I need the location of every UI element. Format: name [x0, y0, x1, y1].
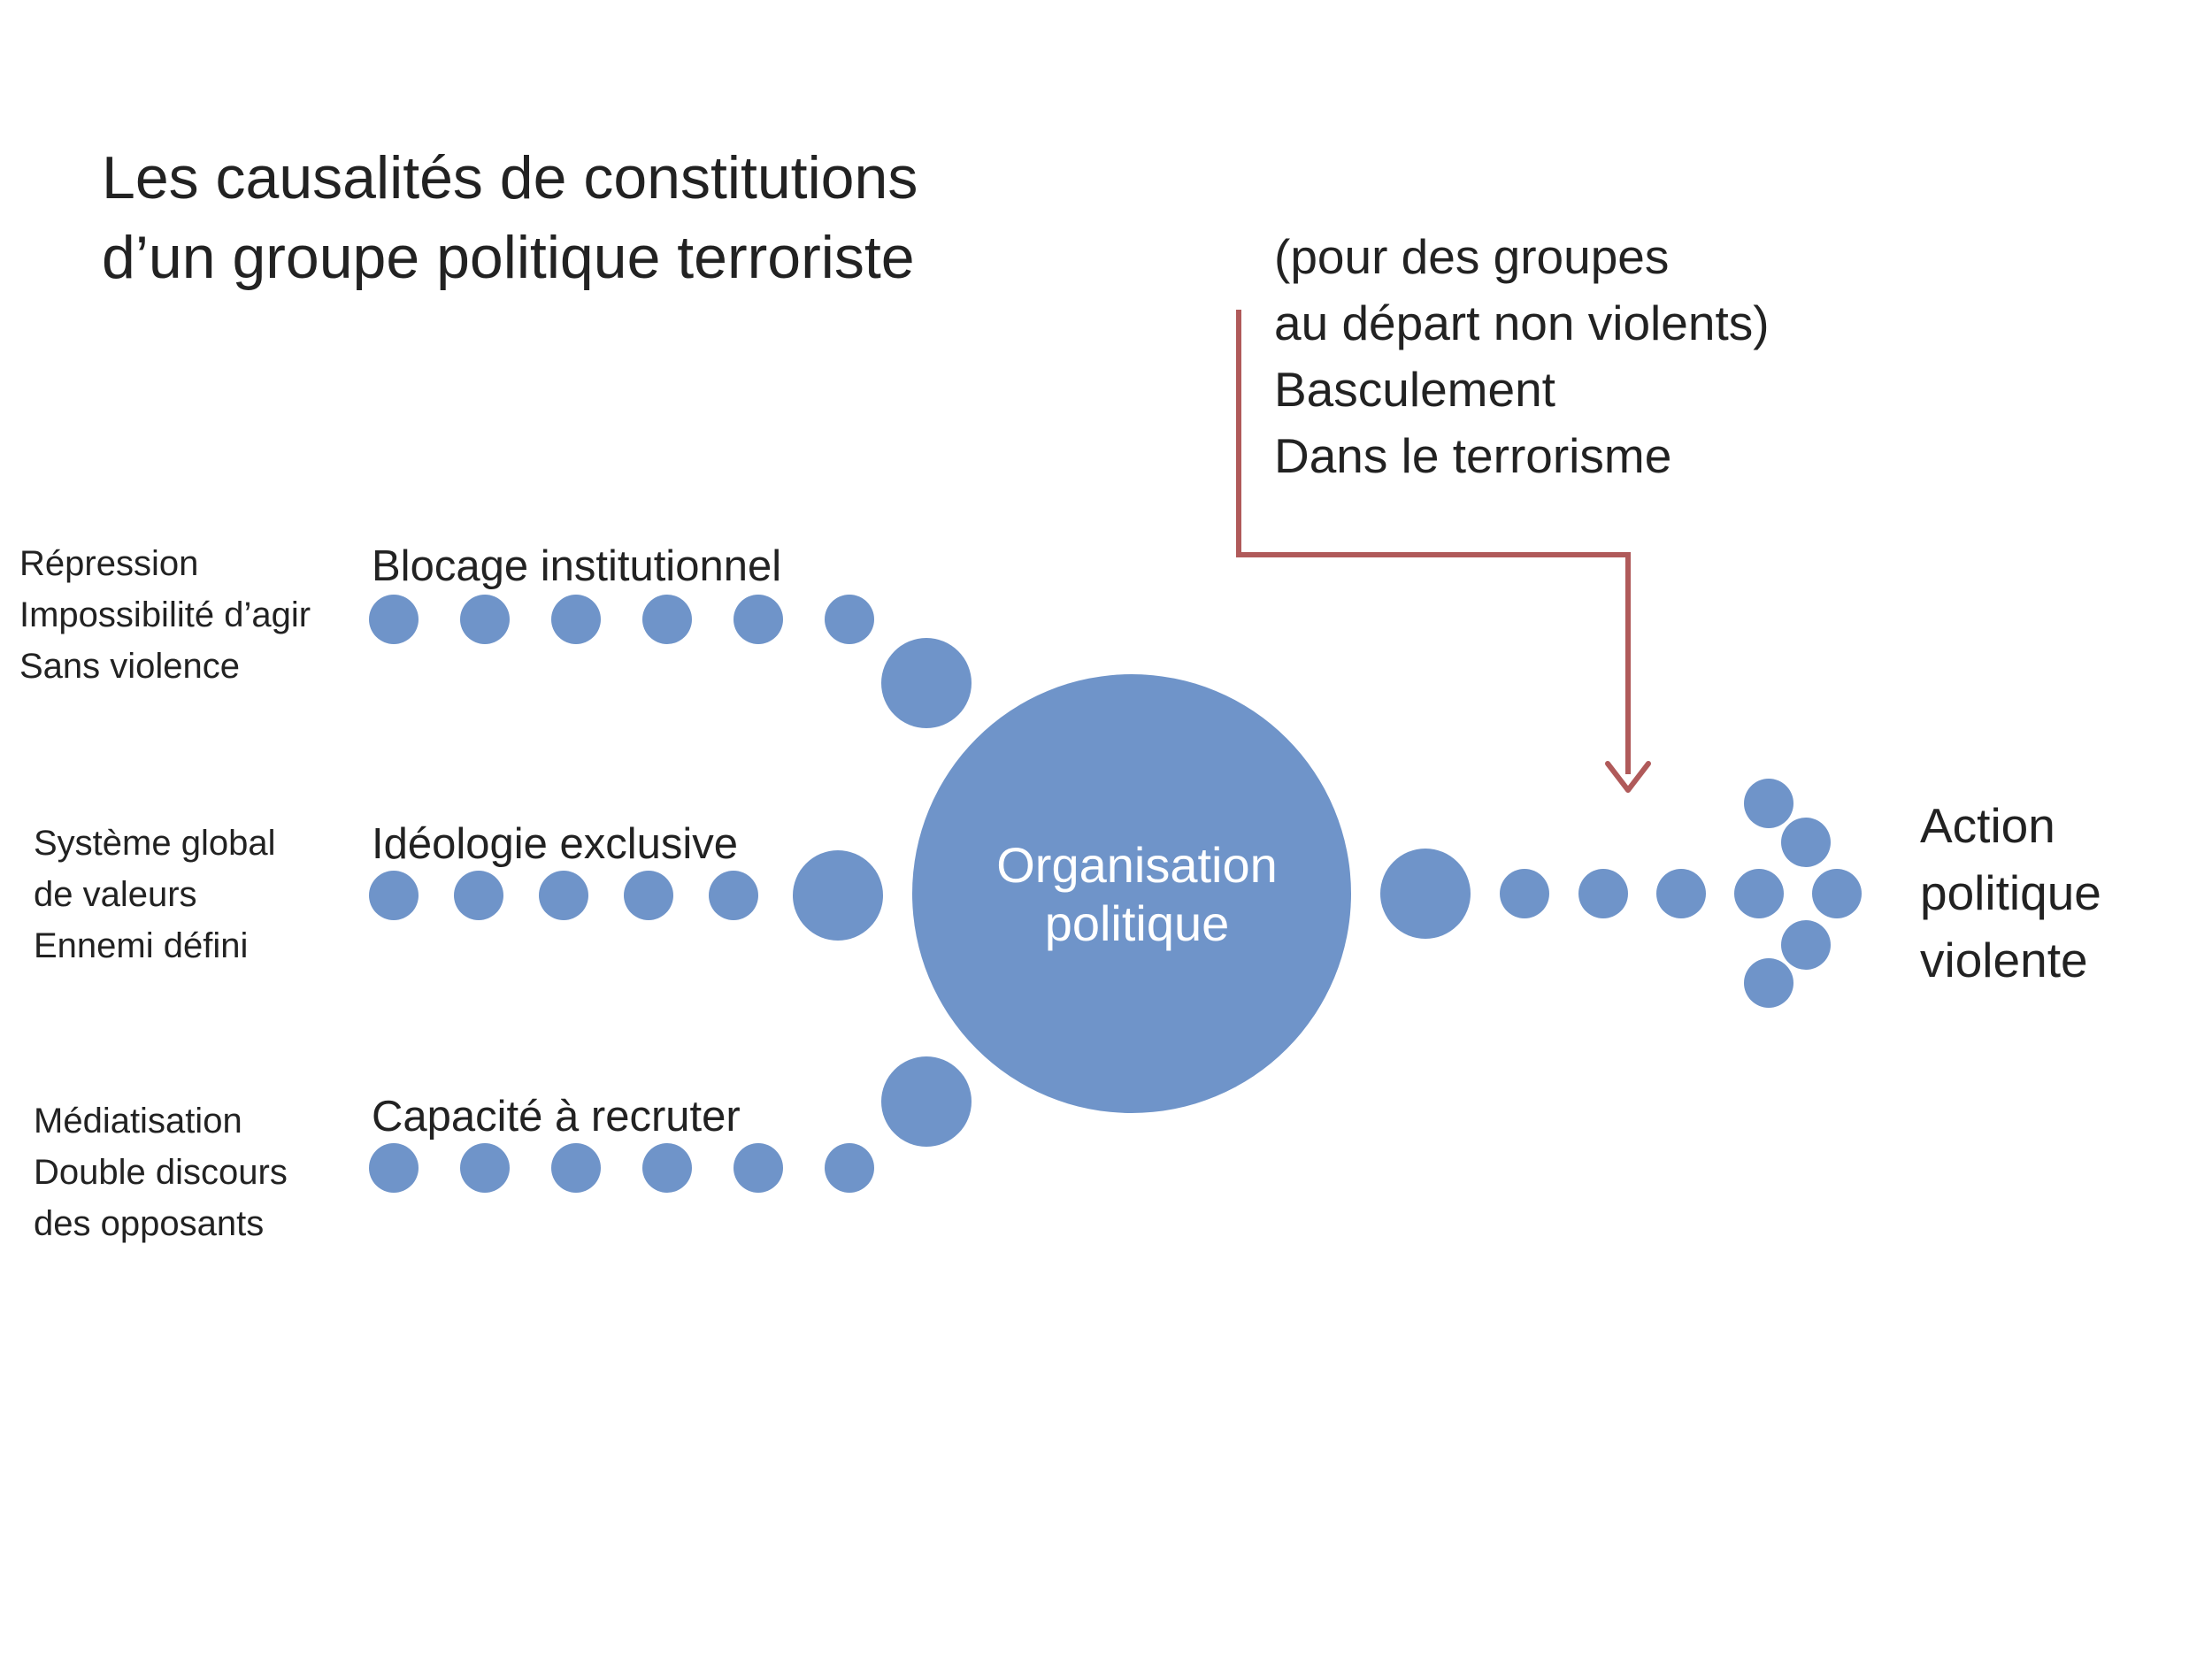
dot — [1656, 869, 1706, 918]
dot — [642, 1143, 692, 1193]
factor-label-middle: Idéologie exclusive — [372, 820, 739, 868]
center-label: Organisation politique — [916, 836, 1358, 953]
detail-line: des opposants — [34, 1204, 265, 1243]
dot — [1500, 869, 1549, 918]
middle-cause-dots — [369, 850, 883, 941]
detail-line: Impossibilité d’agir — [19, 595, 311, 634]
top-cause-dots — [369, 595, 972, 728]
dot — [624, 871, 673, 920]
arrowhead-dot — [1781, 818, 1831, 867]
factor-label-bottom: Capacité à recruter — [372, 1093, 741, 1141]
dot — [825, 595, 874, 644]
dot — [881, 638, 972, 728]
tipping-arrow — [1236, 310, 1651, 793]
dot — [539, 871, 588, 920]
detail-line: Répression — [19, 544, 199, 583]
dot — [642, 595, 692, 644]
arrowhead-dot — [1744, 958, 1793, 1008]
arrowhead-dot — [1812, 869, 1862, 918]
dot — [1380, 849, 1471, 939]
dot — [733, 1143, 783, 1193]
detail-line: Ennemi défini — [34, 926, 249, 965]
dot — [460, 1143, 510, 1193]
dot — [733, 595, 783, 644]
center-label-line-2: politique — [1044, 895, 1230, 951]
title-line-2: d’un groupe politique terroriste — [102, 224, 915, 291]
arrowhead-dot — [1744, 779, 1793, 828]
result-line: Action — [1920, 798, 2055, 853]
dot — [881, 1056, 972, 1147]
detail-line: Système global — [34, 824, 276, 863]
detail-line: Sans violence — [19, 647, 241, 686]
title-line-1: Les causalités de constitutions — [102, 144, 918, 211]
dot — [793, 850, 883, 941]
arrow-line — [1236, 310, 1631, 774]
dot — [454, 871, 503, 920]
detail-line: Double discours — [34, 1153, 288, 1192]
detail-line: Médiatisation — [34, 1102, 242, 1141]
annotation-line: au départ non violents) — [1274, 296, 1770, 350]
annotation-line: (pour des groupes — [1274, 229, 1670, 284]
dot — [709, 871, 758, 920]
annotation-line: Basculement — [1274, 362, 1555, 417]
arrow-head — [1605, 761, 1651, 793]
dot — [369, 1143, 419, 1193]
bottom-cause-dots — [369, 1056, 972, 1193]
dot — [551, 595, 601, 644]
center-circle — [912, 674, 1351, 1113]
center-label-line-1: Organisation — [996, 837, 1278, 893]
output-dots — [1380, 779, 1862, 1008]
arrowhead-dot — [1781, 920, 1831, 970]
result-line: politique — [1920, 865, 2101, 920]
dot — [1734, 869, 1784, 918]
dot — [369, 871, 419, 920]
dot — [1578, 869, 1628, 918]
dot — [369, 595, 419, 644]
factor-label-top: Blocage institutionnel — [372, 542, 782, 590]
dot — [825, 1143, 874, 1193]
dot — [460, 595, 510, 644]
annotation-line: Dans le terrorisme — [1274, 428, 1672, 483]
dot — [551, 1143, 601, 1193]
detail-line: de valeurs — [34, 875, 197, 914]
result-line: violente — [1920, 933, 2088, 987]
